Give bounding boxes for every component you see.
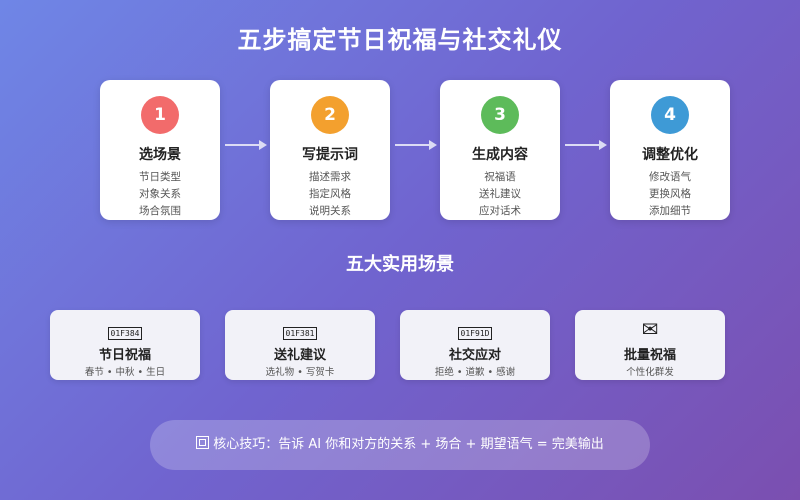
step-number-badge: 1 [141,96,179,134]
scenes-title: 五大实用场景 [346,254,454,275]
step-detail: 更换风格 [649,188,691,200]
scene-name: 社交应对 [448,348,501,363]
page-title: 五步搞定节日祝福与社交礼仪 [237,26,563,54]
step-card-1: 1 选场景 节日类型 对象关系 场合氛围 [100,80,220,220]
scene-name: 批量祝福 [623,348,676,363]
step-detail: 应对话术 [479,205,521,217]
step-detail: 修改语气 [649,171,691,183]
envelope-icon: ✉ [641,317,659,341]
step-number-badge: 4 [651,96,689,134]
scene-desc: 个性化群发 [626,367,674,378]
handshake-icon: 01F91D [457,327,493,340]
tip-text: 核心技巧：告诉 AI 你和对方的关系 + 场合 + 期望语气 = 完美输出 [213,437,604,452]
step-card-2: 2 写提示词 描述需求 指定风格 说明关系 [270,80,390,220]
step-detail: 祝福语 [484,171,516,183]
step-number-badge: 2 [311,96,349,134]
step-detail: 说明关系 [309,205,351,217]
scene-card-social: 01F91D 社交应对 拒绝 • 道歉 • 感谢 [400,310,550,380]
step-detail: 指定风格 [309,188,351,200]
scene-card-gift: 01F381 送礼建议 选礼物 • 写贺卡 [225,310,375,380]
step-number-badge: 3 [481,96,519,134]
step-card-3: 3 生成内容 祝福语 送礼建议 应对话术 [440,80,560,220]
step-detail: 添加细节 [649,205,691,217]
step-name: 生成内容 [472,147,528,163]
step-detail: 节日类型 [139,171,181,183]
scene-desc: 拒绝 • 道歉 • 感谢 [434,367,516,378]
step-name: 选场景 [139,147,181,163]
tip-icon [196,436,210,449]
scene-desc: 选礼物 • 写贺卡 [265,367,335,378]
step-detail: 场合氛围 [139,205,181,217]
gift-icon: 01F381 [282,327,318,340]
scene-name: 送礼建议 [273,348,326,363]
scene-name: 节日祝福 [98,348,151,363]
step-name: 写提示词 [302,147,358,163]
step-detail: 描述需求 [309,171,351,183]
scene-card-batch: ✉ 批量祝福 个性化群发 [575,310,725,380]
arrow-right-icon [225,140,267,150]
scene-desc: 春节 • 中秋 • 生日 [84,367,166,378]
step-card-4: 4 调整优化 修改语气 更换风格 添加细节 [610,80,730,220]
christmas-tree-icon: 01F384 [107,327,143,340]
tip-banner: 核心技巧：告诉 AI 你和对方的关系 + 场合 + 期望语气 = 完美输出 [150,420,650,470]
step-name: 调整优化 [642,147,698,163]
arrow-right-icon [565,140,607,150]
step-detail: 对象关系 [139,188,181,200]
arrow-right-icon [395,140,437,150]
step-detail: 送礼建议 [479,188,521,200]
scene-card-festival: 01F384 节日祝福 春节 • 中秋 • 生日 [50,310,200,380]
